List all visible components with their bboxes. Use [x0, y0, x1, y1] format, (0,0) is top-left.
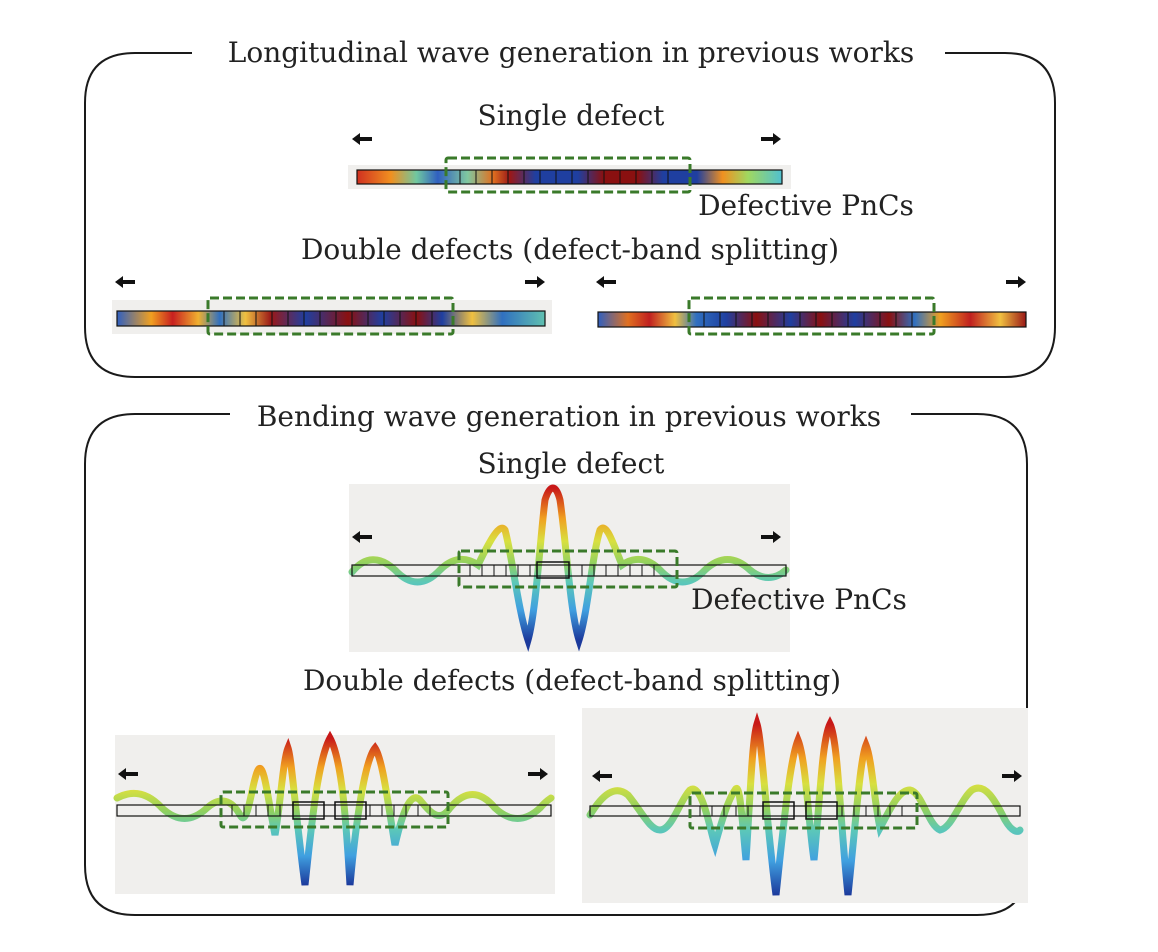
top-double-defect-label: Double defects (defect-band splitting)	[301, 233, 839, 266]
bottom-double-defect-field-right	[582, 708, 1028, 903]
bending-panel-frame	[84, 413, 1028, 916]
bottom-double-defect-label: Double defects (defect-band splitting)	[303, 664, 841, 697]
arrow-left-icon	[596, 276, 616, 288]
bottom-single-defect-field	[348, 484, 790, 652]
top-double-defect-field-left	[112, 296, 552, 336]
arrow-right-icon	[1006, 276, 1026, 288]
arrow-right-icon	[761, 133, 781, 145]
arrow-left-icon	[352, 531, 372, 543]
defect-highlight-box	[687, 296, 936, 336]
top-double-defect-field-right	[597, 296, 1027, 336]
defect-highlight-box	[688, 791, 919, 830]
arrow-right-icon	[528, 768, 548, 780]
longitudinal-panel: Longitudinal wave generation in previous…	[84, 36, 1056, 378]
bending-panel: Bending wave generation in previous work…	[84, 400, 1028, 916]
bending-panel-title: Bending wave generation in previous work…	[257, 400, 881, 433]
top-defective-pncs-label: Defective PnCs	[698, 189, 914, 222]
defect-highlight-box	[206, 296, 455, 336]
arrow-left-icon	[352, 133, 372, 145]
top-single-defect-field	[348, 156, 791, 194]
defect-highlight-box	[457, 549, 679, 589]
bottom-single-defect-label: Single defect	[478, 447, 666, 480]
arrow-right-icon	[1002, 770, 1022, 782]
arrow-left-icon	[118, 768, 138, 780]
arrow-left-icon	[592, 770, 612, 782]
arrow-left-icon	[115, 276, 135, 288]
defect-highlight-box	[444, 156, 692, 194]
defect-highlight-box	[219, 790, 450, 829]
bottom-double-defect-field-left	[113, 730, 555, 894]
arrow-right-icon	[761, 531, 781, 543]
top-single-defect-label: Single defect	[478, 99, 666, 132]
longitudinal-panel-title: Longitudinal wave generation in previous…	[228, 36, 914, 69]
longitudinal-panel-frame	[84, 52, 1056, 378]
arrow-right-icon	[525, 276, 545, 288]
bottom-defective-pncs-label: Defective PnCs	[691, 583, 907, 616]
